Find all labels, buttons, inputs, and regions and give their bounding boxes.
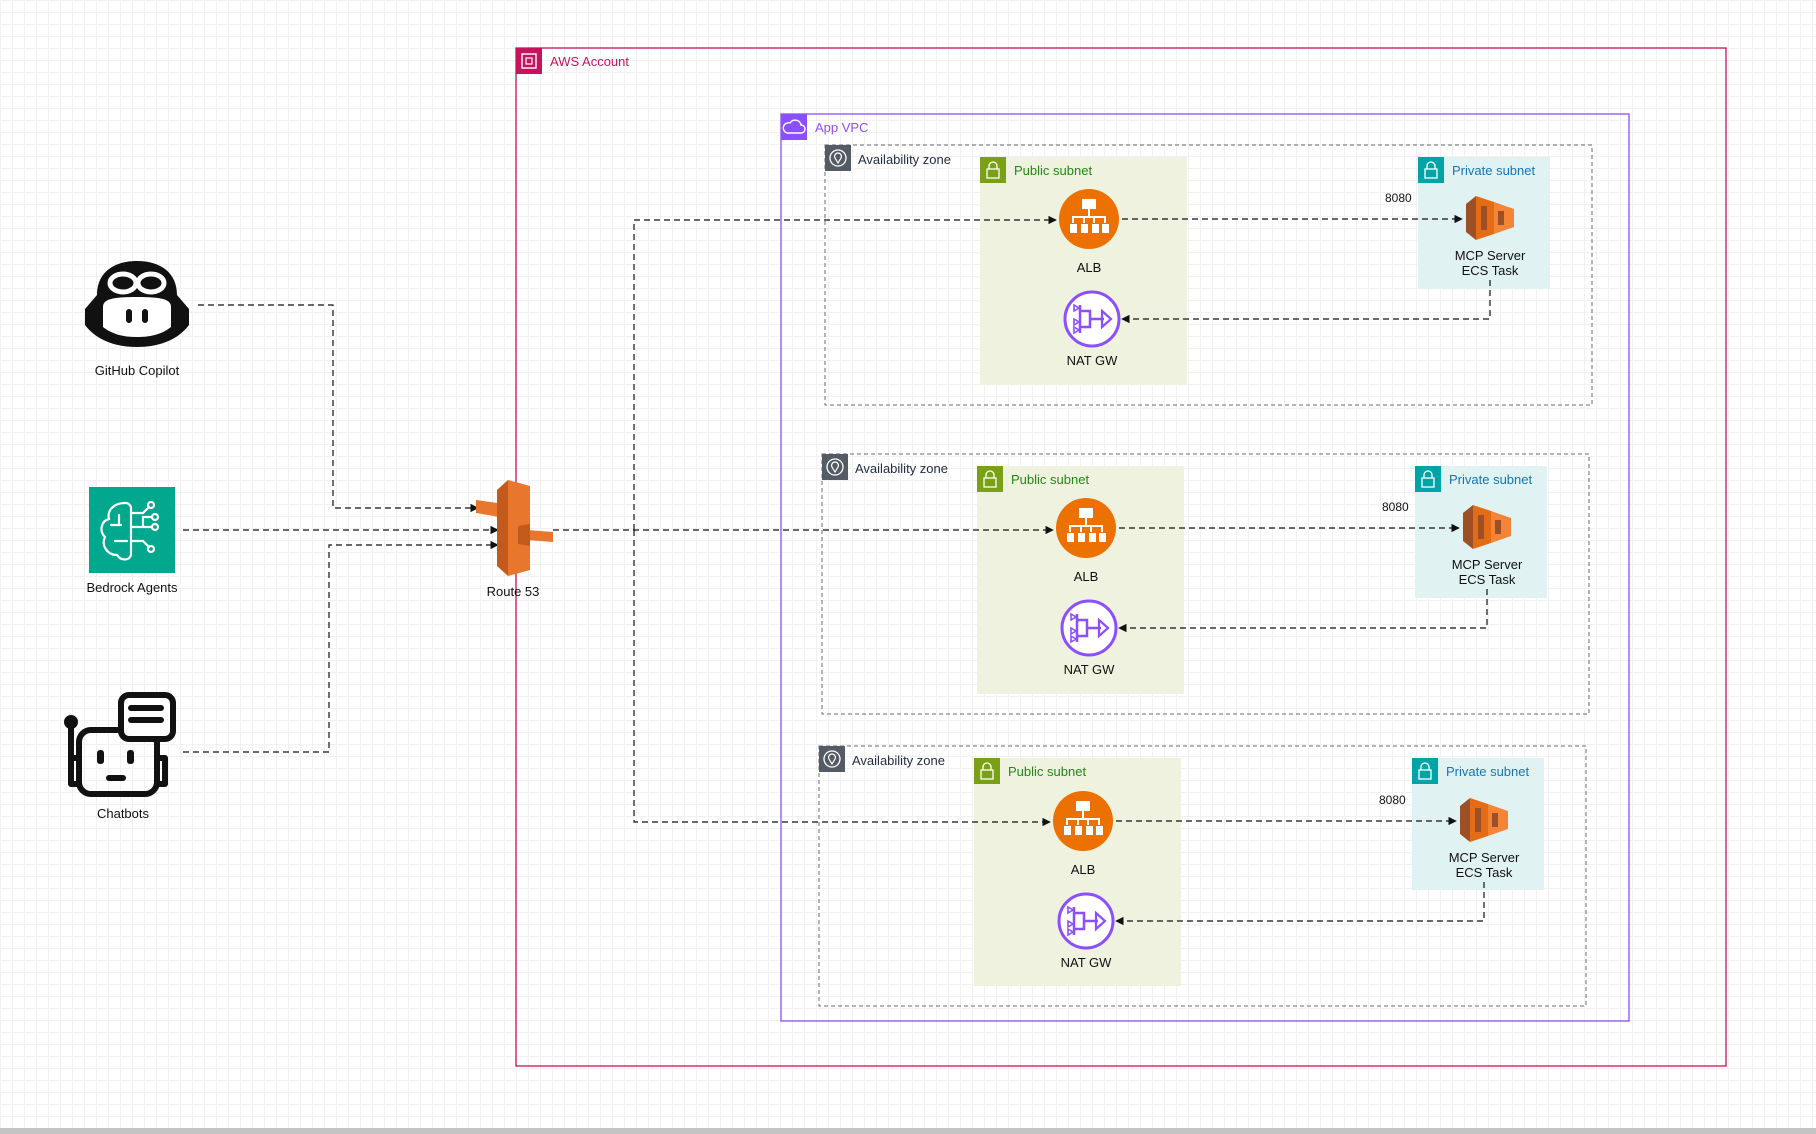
availability-zone-label: Availability zone <box>858 152 951 167</box>
load-balancer-icon <box>1059 189 1119 249</box>
port-label: 8080 <box>1382 500 1409 514</box>
alb-label: ALB <box>1077 260 1102 275</box>
ecs-task-label-line2: ECS Task <box>1459 572 1516 587</box>
lock-icon <box>1418 157 1444 183</box>
nat-gateway-icon <box>1063 290 1121 348</box>
alb-label: ALB <box>1074 569 1099 584</box>
bedrock-agents-node[interactable]: Bedrock Agents <box>86 487 178 595</box>
private-subnet-label: Private subnet <box>1452 163 1535 178</box>
vpc-cloud-icon <box>781 114 807 140</box>
load-balancer-icon <box>1056 498 1116 558</box>
github-copilot-node[interactable]: GitHub Copilot <box>85 261 189 378</box>
port-label: 8080 <box>1385 191 1412 205</box>
lock-icon <box>974 758 1000 784</box>
availability-zone-label: Availability zone <box>855 461 948 476</box>
alb-node[interactable]: ALB <box>1059 189 1119 275</box>
public-subnet-label: Public subnet <box>1014 163 1092 178</box>
lock-icon <box>980 157 1006 183</box>
route53-icon <box>476 480 553 576</box>
aws-account-label: AWS Account <box>550 54 629 69</box>
ecs-icon <box>1460 798 1508 842</box>
nat-gateway-label: NAT GW <box>1061 955 1113 970</box>
ecs-icon <box>1463 505 1511 549</box>
edge-route53-to-alb-3 <box>633 530 1051 827</box>
location-pin-icon <box>822 454 848 480</box>
ecs-task-label-line1: MCP Server <box>1455 248 1526 263</box>
bottom-scrollbar[interactable] <box>0 1128 1816 1134</box>
vpc-label: App VPC <box>815 120 868 135</box>
private-subnet-label: Private subnet <box>1449 472 1532 487</box>
nat-gateway-node[interactable]: NAT GW <box>1063 290 1121 368</box>
connections-layer <box>183 214 1491 926</box>
alb-node[interactable]: ALB <box>1053 791 1113 877</box>
edge-ecs-to-nat <box>1115 882 1485 926</box>
chatbot-icon <box>64 692 176 797</box>
edge-ecs-to-nat <box>1118 589 1488 633</box>
lock-icon <box>977 466 1003 492</box>
nat-gateway-node[interactable]: NAT GW <box>1057 892 1115 970</box>
ecs-task-label-line2: ECS Task <box>1456 865 1513 880</box>
chatbots-label: Chatbots <box>97 806 150 821</box>
chatbots-node[interactable]: Chatbots <box>64 692 176 821</box>
aws-account-icon <box>516 48 542 74</box>
route53-label: Route 53 <box>487 584 540 599</box>
alb-node[interactable]: ALB <box>1056 498 1116 584</box>
location-pin-icon <box>819 746 845 772</box>
nat-gateway-label: NAT GW <box>1064 662 1116 677</box>
port-label: 8080 <box>1379 793 1406 807</box>
bedrock-agents-label: Bedrock Agents <box>86 580 178 595</box>
github-copilot-label: GitHub Copilot <box>95 363 180 378</box>
ecs-task-label-line1: MCP Server <box>1449 850 1520 865</box>
vpc-group[interactable]: App VPC <box>780 113 1630 1022</box>
public-subnet-label: Public subnet <box>1008 764 1086 779</box>
nat-gateway-label: NAT GW <box>1067 353 1119 368</box>
bedrock-icon <box>89 487 175 573</box>
public-subnet-label: Public subnet <box>1011 472 1089 487</box>
availability-zone-label: Availability zone <box>852 753 945 768</box>
location-pin-icon <box>825 145 851 171</box>
private-subnet-label: Private subnet <box>1446 764 1529 779</box>
ecs-task-label-line1: MCP Server <box>1452 557 1523 572</box>
nat-gateway-icon <box>1060 599 1118 657</box>
nat-gateway-icon <box>1057 892 1115 950</box>
edge-chatbots-to-route53 <box>183 540 499 753</box>
ecs-task-label-line2: ECS Task <box>1462 263 1519 278</box>
edge-route53-to-alb-1 <box>633 215 1057 530</box>
load-balancer-icon <box>1053 791 1113 851</box>
route53-node[interactable]: Route 53 <box>476 480 553 599</box>
github-copilot-icon <box>85 261 189 347</box>
lock-icon <box>1415 466 1441 492</box>
edge-copilot-to-route53 <box>198 304 479 513</box>
ecs-icon <box>1466 196 1514 240</box>
lock-icon <box>1412 758 1438 784</box>
alb-label: ALB <box>1071 862 1096 877</box>
nat-gateway-node[interactable]: NAT GW <box>1060 599 1118 677</box>
edge-ecs-to-nat <box>1121 280 1491 324</box>
